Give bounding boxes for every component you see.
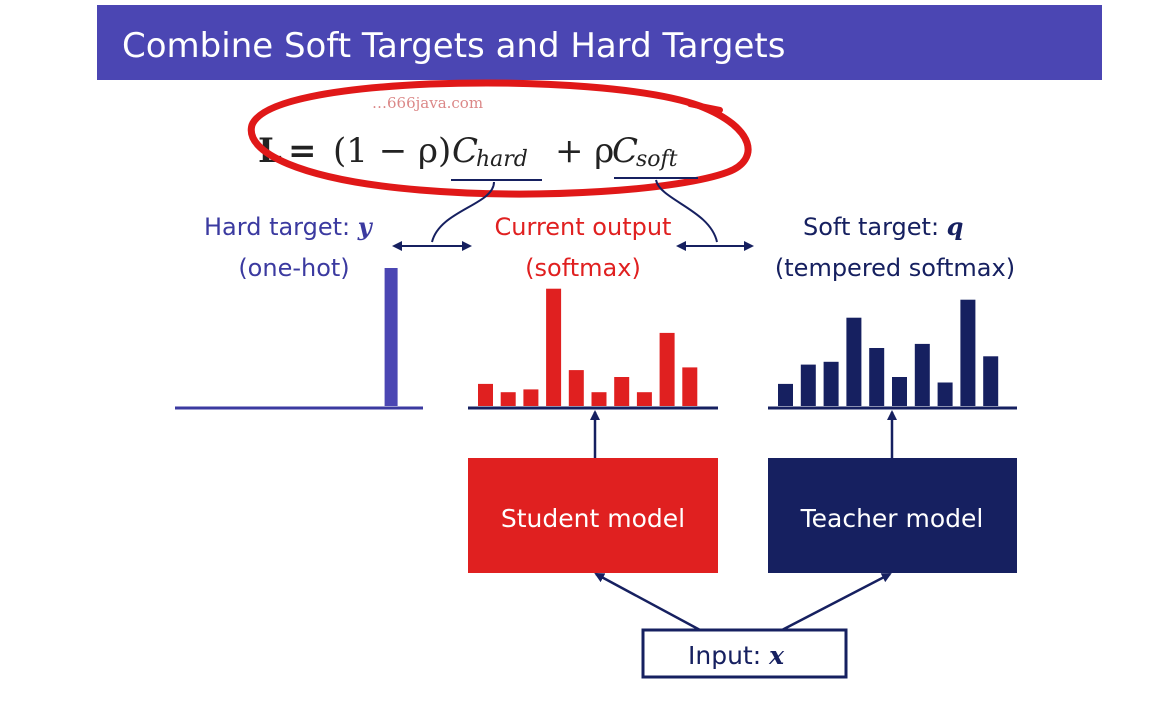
student-model-box	[468, 458, 718, 573]
soft-target-sublabel: (tempered softmax)	[775, 254, 1015, 282]
current-output-label: Current output	[495, 213, 672, 241]
soft-target-bar-8	[937, 382, 953, 406]
soft-target-bar-5	[869, 348, 885, 406]
formula-soft-subscript: soft	[636, 147, 678, 172]
soft-target-bar-4	[846, 317, 862, 406]
soft-target-bar-6	[892, 377, 907, 406]
soft-target-bar-2	[800, 364, 816, 406]
soft-target-bar-10	[983, 356, 999, 406]
formula-C-hard: C	[452, 131, 478, 171]
current-output-bar-5	[568, 370, 584, 406]
current-output-bar-10	[682, 367, 698, 406]
soft-target-bar-3	[823, 361, 839, 406]
hard-target-chart	[175, 268, 423, 410]
current-output-sublabel: (softmax)	[525, 254, 641, 282]
input-label: Input: x	[688, 641, 785, 670]
current-output-bar-2	[500, 392, 516, 406]
soft-target-bar-7	[914, 343, 930, 406]
current-output-bar-9	[659, 332, 675, 406]
soft-target-bar-9	[960, 299, 976, 406]
teacher-model-box	[768, 458, 1017, 573]
teacher-model-label: Teacher model	[800, 504, 984, 533]
hard-target-label: Hard target: y	[204, 212, 374, 241]
current-output-bar-1	[478, 383, 493, 406]
current-output-bar-8	[636, 392, 652, 406]
soft-target-chart	[768, 299, 1017, 410]
formula-C-soft: C	[612, 131, 638, 171]
student-model-label: Student model	[501, 504, 685, 533]
connector-soft-curve	[655, 179, 718, 243]
formula-one-minus-rho: (1 − ρ)	[333, 131, 451, 171]
annotation-ellipse	[247, 79, 752, 198]
annotation-tail	[687, 101, 723, 113]
watermark: …666java.com	[372, 94, 483, 112]
soft-target-label: Soft target: q	[803, 212, 963, 241]
formula-hard-subscript: hard	[476, 147, 528, 172]
current-output-bar-6	[591, 392, 607, 406]
current-output-bar-4	[546, 288, 562, 406]
slide-title: Combine Soft Targets and Hard Targets	[122, 26, 786, 66]
hard-target-sublabel: (one-hot)	[238, 254, 349, 282]
title-bar	[97, 5, 1102, 80]
input-to-teacher-arrow	[781, 572, 892, 632]
hard-target-bar-10	[384, 268, 398, 406]
input-box	[641, 628, 848, 679]
formula-plus-rho: + ρ	[555, 131, 614, 171]
current-output-bar-7	[614, 377, 630, 406]
input-to-student-arrow	[594, 572, 701, 632]
connector-hard-curve	[431, 181, 495, 243]
current-output-chart	[468, 288, 718, 410]
soft-target-bar-1	[778, 383, 793, 406]
current-output-bar-3	[523, 389, 539, 406]
